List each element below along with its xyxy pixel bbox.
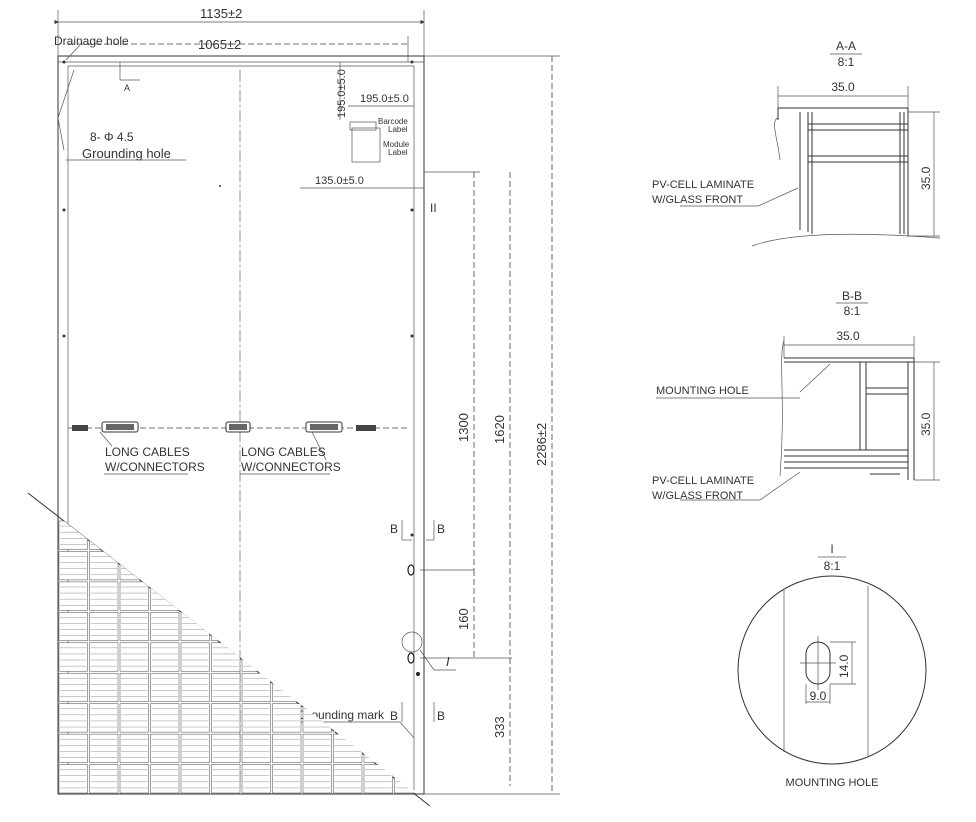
dim-2286: 2286±2 (534, 423, 549, 466)
connector-right (305, 421, 376, 433)
dim-1300: 1300 (456, 413, 471, 442)
dim-160: 160 (456, 608, 471, 630)
grounding-hole-label: Grounding hole (82, 146, 171, 161)
grounding-hole-count: 8- Φ 4.5 (90, 130, 134, 144)
dim-333: 333 (492, 716, 507, 738)
section-aa-scale: 8:1 (838, 55, 855, 69)
section-b-marker-right-2: B (437, 709, 445, 723)
drainage-hole-label: Drainage hole (54, 34, 129, 48)
section-bb-title: B-B (842, 289, 862, 303)
long-cables-label-1-line2: W/CONNECTORS (105, 460, 205, 474)
detail-i-dim-width: 9.0 (810, 689, 827, 703)
detail-i-title: I (830, 542, 833, 556)
detail-i-marker: I (446, 654, 450, 669)
dim-1620: 1620 (492, 415, 507, 444)
barcode-label-line1: Barcode (378, 117, 408, 126)
detail-i-circle (401, 631, 423, 653)
section-a-marker: A (124, 83, 130, 93)
connector-left (72, 421, 139, 433)
dim-195-vertical: 195.0±5.0 (336, 69, 348, 118)
section-bb-scale: 8:1 (844, 304, 861, 318)
section-b-b: B-B 8:1 35.0 35.0 MOUNTING HOLE PV-CELL … (652, 289, 940, 502)
detail-i: I 8:1 14.0 9.0 MOUNTING HOLE (737, 542, 927, 789)
aa-laminate-line2: W/GLASS FRONT (652, 194, 743, 206)
bb-laminate-line2: W/GLASS FRONT (652, 490, 743, 502)
long-cables-label-2-line2: W/CONNECTORS (241, 460, 341, 474)
mounting-hole-lower (407, 652, 415, 664)
aa-dim-width: 35.0 (831, 80, 855, 94)
junction-box-center (225, 421, 251, 433)
bb-laminate-line1: PV-CELL LAMINATE (652, 475, 754, 487)
bb-dim-width: 35.0 (836, 329, 860, 343)
long-cables-label-2-line1: LONG CABLES (241, 445, 326, 459)
aa-dim-height: 35.0 (919, 166, 933, 190)
detail-i-outline (737, 575, 927, 765)
bb-frame-profile (784, 357, 915, 480)
aa-laminate-line1: PV-CELL LAMINATE (652, 179, 754, 191)
detail-i-dim-height: 14.0 (837, 654, 851, 678)
module-outer-frame (57, 55, 425, 795)
dim-overall-width: 1135±2 (200, 6, 242, 21)
barcode-label-line2: Label (388, 125, 408, 134)
section-b-marker-left: B (390, 522, 398, 536)
long-cables-label-1-line1: LONG CABLES (105, 445, 190, 459)
dim-195-horizontal: 195.0±5.0 (360, 93, 409, 105)
module-label-line1: Module (383, 140, 410, 149)
section-a-a: A-A 8:1 35.0 35.0 PV-CELL LAMINATE W/GLA… (652, 39, 941, 247)
module-label-line2: Label (388, 148, 408, 157)
grounding-mark-label: Grounding mark (298, 708, 385, 722)
dim-inner-width: 1065±2 (198, 37, 241, 52)
barcode-label-box (349, 121, 377, 131)
detail-i-caption: MOUNTING HOLE (786, 777, 879, 789)
bb-mounting-hole-label: MOUNTING HOLE (656, 385, 749, 397)
section-aa-title: A-A (836, 39, 856, 53)
dim-135: 135.0±5.0 (315, 175, 364, 187)
section-b-marker-left-2: B (390, 709, 398, 723)
frame-holes (62, 60, 420, 676)
module-back-view: 1135±2 1065±2 Drainage hole A 8- Φ 4.5 G… (27, 6, 560, 807)
detail-i-scale: 8:1 (824, 559, 841, 573)
section-b-marker-right: B (437, 522, 445, 536)
solar-cell-grid (58, 520, 424, 794)
detail-ii-marker: II (430, 201, 437, 215)
mounting-hole-upper (407, 564, 415, 576)
aa-frame-profile (777, 107, 909, 236)
module-label-box (351, 127, 381, 163)
bb-dim-height: 35.0 (919, 412, 933, 436)
